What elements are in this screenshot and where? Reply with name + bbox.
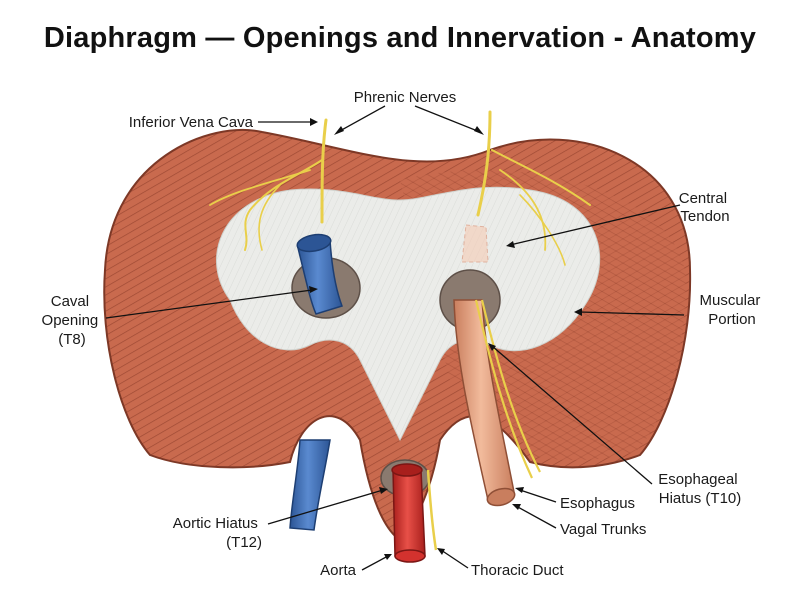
label-vagal-trunks: Vagal Trunks <box>560 521 646 538</box>
leader-lines <box>105 105 685 571</box>
label-thoracic-duct: Thoracic Duct <box>471 562 564 579</box>
label-central-tendon: Central Tendon <box>679 190 732 225</box>
label-caval-opening: Caval Opening (T8) <box>42 293 103 348</box>
aorta-vessel <box>391 463 426 563</box>
label-muscular-portion: Muscular Portion <box>699 292 764 328</box>
label-esophagus: Esophagus <box>560 495 635 512</box>
label-esophageal-hiatus: Esophageal Hiatus (T10) <box>658 471 741 507</box>
phrenic-nerve-left <box>209 118 328 251</box>
label-phrenic-nerves: Phrenic Nerves <box>354 89 457 106</box>
esophagus-tube <box>453 224 516 507</box>
page-title: Diaphragm — Openings and Innervation - A… <box>43 22 757 54</box>
vagal-trunks-shape <box>474 299 541 479</box>
label-aortic-hiatus: Aortic Hiatus (T12) <box>173 515 262 551</box>
label-aorta: Aorta <box>320 562 357 579</box>
label-inferior-vena-cava: Inferior Vena Cava <box>129 114 254 131</box>
ivc-lower-vessel <box>289 439 331 531</box>
phrenic-nerve-right <box>476 110 591 266</box>
thoracic-duct-shape <box>426 469 438 551</box>
ivc-upper-vessel <box>296 233 343 315</box>
